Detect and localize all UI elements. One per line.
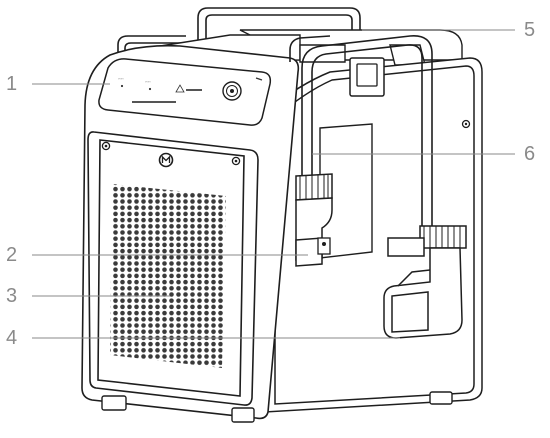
callout-4: 4	[6, 327, 18, 349]
power-button-icon[interactable]	[222, 81, 242, 101]
port-screw-icon	[322, 242, 326, 246]
rear-foot	[429, 391, 453, 405]
callout-2: 2	[6, 244, 18, 266]
cable-connector-left[interactable]	[295, 173, 333, 267]
handle-clip[interactable]	[349, 57, 385, 97]
panel-mark	[255, 77, 263, 81]
cable-clamp[interactable]	[383, 247, 463, 339]
air-vent-grille	[110, 184, 226, 368]
callout-3: 3	[6, 285, 18, 307]
control-panel: ◦◦◦◦ ◦◦◦◦	[98, 58, 272, 126]
indicator-dot	[148, 87, 152, 91]
screw-icon	[464, 122, 468, 126]
screw-icon	[234, 159, 238, 163]
screw-icon	[104, 144, 108, 148]
panel-indicator-label: ◦◦◦◦	[118, 76, 124, 81]
panel-text-strip	[132, 101, 176, 103]
panel-indicator-label: ◦◦◦◦	[145, 79, 151, 84]
front-foot	[231, 407, 255, 423]
indicator-dot	[120, 84, 124, 88]
callout-5: 5	[524, 19, 536, 41]
logo-badge-icon	[158, 152, 174, 168]
warning-icon	[175, 84, 185, 93]
cable-connector-right[interactable]	[387, 225, 467, 257]
rear-handle-frame	[117, 7, 361, 60]
callout-1: 1	[6, 73, 18, 95]
callout-leaders	[32, 29, 515, 339]
panel-text-strip	[186, 89, 202, 91]
front-foot	[101, 395, 127, 411]
carry-handle[interactable]	[289, 35, 433, 226]
callout-6: 6	[524, 143, 536, 165]
